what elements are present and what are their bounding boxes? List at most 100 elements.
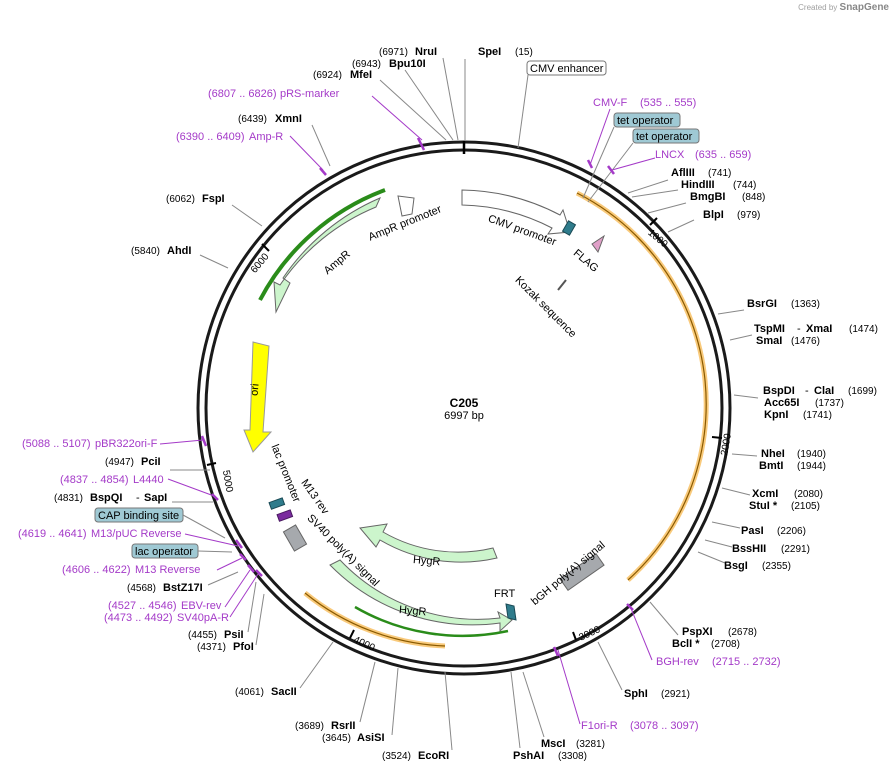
- primer-amp-r-range: (6390 .. 6409): [176, 131, 245, 143]
- primer-l4440-range: (4837 .. 4854): [60, 474, 129, 486]
- primer-l4440-name: L4440: [133, 474, 164, 486]
- primer-m13-reverse-range: (4606 .. 4622): [62, 564, 131, 576]
- ruler-tick-3000: [572, 631, 577, 641]
- enzyme-bpu10i-name: Bpu10I: [389, 58, 426, 70]
- enzyme-clai-name: ClaI: [814, 385, 834, 397]
- enzyme-kpni-pos: (1741): [803, 410, 832, 421]
- enzyme-pasi-pos: (2206): [777, 526, 806, 537]
- enzyme-pfoi: (4371) PfoI: [197, 641, 254, 653]
- enzyme-bmgbi-name: BmgBI: [690, 191, 725, 203]
- enzyme-pasi: PasI (2206): [741, 525, 806, 537]
- enzyme-hindiii-name: HindIII: [681, 179, 715, 191]
- enzyme-asisi-pos: (3645): [322, 733, 351, 744]
- enzyme-bsshii: BssHII (2291): [732, 543, 810, 555]
- m13-rev-label: M13 rev: [298, 477, 331, 517]
- hygr-label-1: HygR: [412, 554, 441, 568]
- enzyme-nhei-name: NheI: [761, 448, 785, 460]
- enzyme-bpu10i: (6943) Bpu10I: [352, 58, 426, 70]
- enzyme-bspdi-dash: -: [805, 385, 809, 397]
- enzyme-mfei: (6924) MfeI: [313, 69, 372, 81]
- orange-region-sv40-line: [304, 592, 446, 647]
- enzyme-pspxi-name: PspXI: [682, 626, 713, 638]
- enzyme-bsgi-pos: (2355): [762, 561, 791, 572]
- enzyme-bmgbi: BmgBI (848): [690, 191, 765, 203]
- enzyme-bmgbi-pos: (848): [742, 192, 765, 203]
- plasmid-name: C205: [450, 396, 479, 410]
- orange-region-insert: [575, 190, 709, 582]
- enzyme-smai: SmaI (1476): [756, 335, 820, 347]
- enzyme-msci-name: MscI: [541, 738, 565, 750]
- lac-operator-text: lac operator: [135, 546, 193, 558]
- ampr-label: AmpR: [322, 248, 353, 277]
- enzyme-sphi-name: SphI: [624, 688, 648, 700]
- hygr-arrow-lower: [329, 559, 513, 633]
- enzyme-ahdi-pos: (5840): [131, 246, 160, 257]
- enzyme-bsrgi-name: BsrGI: [747, 298, 777, 310]
- enzyme-bspdi-pos: (1699): [848, 386, 877, 397]
- lac-operator-marker: [276, 509, 294, 522]
- enzyme-bstz17i-pos: (4568): [127, 583, 156, 594]
- frt-marker: [505, 603, 517, 621]
- enzyme-fspi: (6062) FspI: [166, 193, 225, 205]
- enzyme-stui-pos: (2105): [791, 501, 820, 512]
- enzyme-asisi: (3645) AsiSI: [322, 732, 385, 744]
- enzyme-xcmi: XcmI (2080): [752, 488, 823, 500]
- enzyme-blpi: BlpI (979): [703, 209, 760, 221]
- enzyme-nrui-name: NruI: [415, 46, 437, 58]
- enzyme-bspdi-name: BspDI: [763, 385, 795, 397]
- enzyme-bspqi-pos: (4831): [54, 493, 83, 504]
- enzyme-bsgi: BsgI (2355): [724, 560, 791, 572]
- enzyme-pcii: (4947) PciI: [105, 456, 161, 468]
- enzyme-sphi-pos: (2921): [661, 689, 690, 700]
- tet-operator-box-2: tet operator: [587, 128, 700, 203]
- enzyme-pcii-pos: (4947): [105, 457, 134, 468]
- primer-sv40pa-r: (4473 .. 4492) SV40pA-R: [104, 612, 229, 624]
- enzyme-rsrii: (3689) RsrII: [295, 720, 355, 732]
- ruler-tick-5000: [206, 462, 217, 466]
- tet-operator-2-text: tet operator: [636, 131, 693, 143]
- ruler-label-2000: 2000: [719, 432, 734, 456]
- primer-sv40pa-r-name: SV40pA-R: [177, 612, 229, 624]
- frt-label: FRT: [494, 588, 515, 600]
- primer-prs-marker-range: (6807 .. 6826): [208, 88, 277, 100]
- tet-operator-1-text: tet operator: [617, 115, 674, 127]
- enzyme-pfoi-pos: (4371): [197, 642, 226, 653]
- enzyme-bsshii-pos: (2291): [781, 544, 810, 555]
- sv40-polya-box: [282, 524, 308, 552]
- enzyme-pspxi-pos: (2678): [728, 627, 757, 638]
- primer-lncx-range: (635 .. 659): [695, 149, 751, 161]
- bgh-polya-box: [559, 552, 605, 592]
- enzyme-sphi: SphI (2921): [624, 688, 690, 700]
- enzyme-asisi-name: AsiSI: [357, 732, 385, 744]
- enzyme-afliii: AflIII (741): [671, 167, 731, 179]
- enzyme-msci-pos: (3281): [576, 739, 605, 750]
- enzyme-stui: StuI * (2105): [749, 500, 820, 512]
- ruler-label-6000: 6000: [249, 251, 272, 275]
- lac-promoter-label: lac promoter: [268, 443, 302, 504]
- primer-cmv-f-range: (535 .. 555): [640, 97, 696, 109]
- enzyme-msci: MscI (3281): [541, 738, 605, 750]
- snapgene-credit: Created by SnapGene: [798, 2, 889, 13]
- enzyme-xcmi-pos: (2080): [794, 489, 823, 500]
- enzyme-stui-name: StuI *: [749, 500, 778, 512]
- plasmid-size: 6997 bp: [444, 410, 484, 422]
- ampr-green-arc: [258, 188, 386, 301]
- ruler-tick-2000: [711, 436, 723, 439]
- primer-cmv-f-name: CMV-F: [593, 97, 628, 109]
- ruler-tick-1000: [649, 217, 658, 226]
- enzyme-tspmi-name: TspMI: [754, 323, 785, 335]
- primer-bgh-rev-name: BGH-rev: [656, 656, 699, 668]
- ruler-label-5000: 5000: [220, 469, 235, 493]
- enzyme-psii-name: PsiI: [224, 629, 244, 641]
- primer-f1ori-r-range: (3078 .. 3097): [630, 720, 699, 732]
- enzyme-sapi-name: SapI: [144, 492, 167, 504]
- enzyme-acc65i-name: Acc65I: [764, 397, 799, 409]
- enzyme-pspxi: PspXI (2678): [682, 626, 757, 638]
- enzyme-sacii: (4061) SacII: [235, 686, 297, 698]
- primer-m13-puc-name: M13/pUC Reverse: [91, 528, 181, 540]
- enzyme-bmti-name: BmtI: [759, 460, 783, 472]
- enzyme-pcii-name: PciI: [141, 456, 161, 468]
- enzyme-bcli: BclI * (2708): [672, 638, 740, 650]
- enzyme-bcli-pos: (2708): [711, 639, 740, 650]
